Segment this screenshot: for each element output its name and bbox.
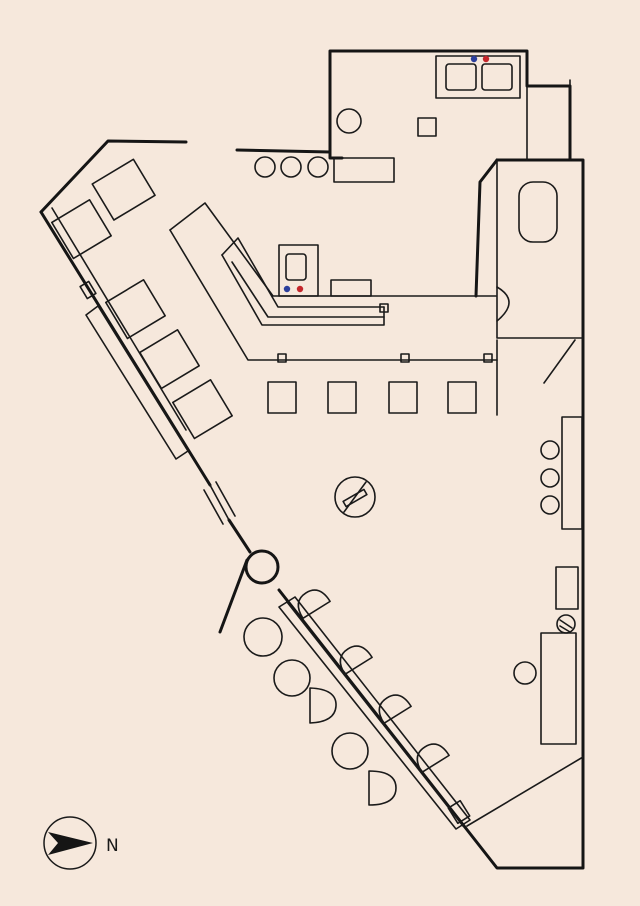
- bar-stool: [327, 381, 357, 414]
- no-smoking-icon: [334, 476, 376, 518]
- bathtub: [518, 181, 558, 243]
- terrace-table: [243, 617, 283, 657]
- booth-seat: [51, 199, 112, 260]
- window-counter: [278, 589, 471, 830]
- bar-stool: [267, 381, 297, 414]
- terrace-table: [331, 732, 369, 770]
- terrace-chair: [368, 770, 397, 806]
- faucet-hot-icon: [482, 55, 490, 63]
- booth-seat: [139, 329, 200, 390]
- terrace-chair: [309, 687, 337, 724]
- kitchen-stool: [254, 156, 276, 178]
- kitchen-counter: [333, 157, 395, 183]
- bar-stool: [447, 381, 477, 414]
- kitchen: [254, 55, 521, 183]
- north-arrow-icon: [48, 832, 93, 855]
- terrace-table: [273, 659, 311, 697]
- bar-shelf: [330, 279, 372, 297]
- booth-seating: [51, 158, 233, 460]
- door-leaf: [218, 558, 249, 634]
- counter-stool: [378, 694, 412, 725]
- counter-stool: [416, 743, 450, 774]
- right-wall-storage: [466, 416, 584, 827]
- wall-shelf: [561, 416, 583, 530]
- side-counter: [540, 632, 577, 745]
- faucet-cold-icon: [283, 285, 291, 293]
- exterior-walls: [39, 49, 585, 870]
- north-label: N: [106, 836, 119, 856]
- kitchen-bin: [336, 108, 362, 134]
- kitchen-box: [417, 117, 437, 137]
- terrace-seating: [243, 617, 397, 806]
- windows: [51, 207, 236, 525]
- booth-seat: [91, 158, 156, 221]
- faucet-hot-icon: [296, 285, 304, 293]
- north-compass: N: [43, 816, 119, 870]
- bar-stool: [388, 381, 418, 414]
- booth-bench: [85, 305, 189, 460]
- cabinet: [555, 566, 579, 610]
- counter-stool: [297, 589, 331, 620]
- counter-stool: [339, 645, 373, 676]
- faucet-cold-icon: [470, 55, 478, 63]
- sink: [278, 244, 319, 297]
- double-sink: [435, 55, 521, 99]
- kitchen-stool: [280, 156, 302, 178]
- booth-seat: [105, 279, 166, 340]
- entrance: [218, 549, 280, 634]
- bar-counter: [169, 202, 498, 416]
- round-table: [244, 549, 280, 585]
- kitchen-stool: [307, 156, 329, 178]
- bathroom: [496, 159, 584, 384]
- compass-icon: [43, 816, 97, 870]
- booth-seat: [172, 379, 233, 440]
